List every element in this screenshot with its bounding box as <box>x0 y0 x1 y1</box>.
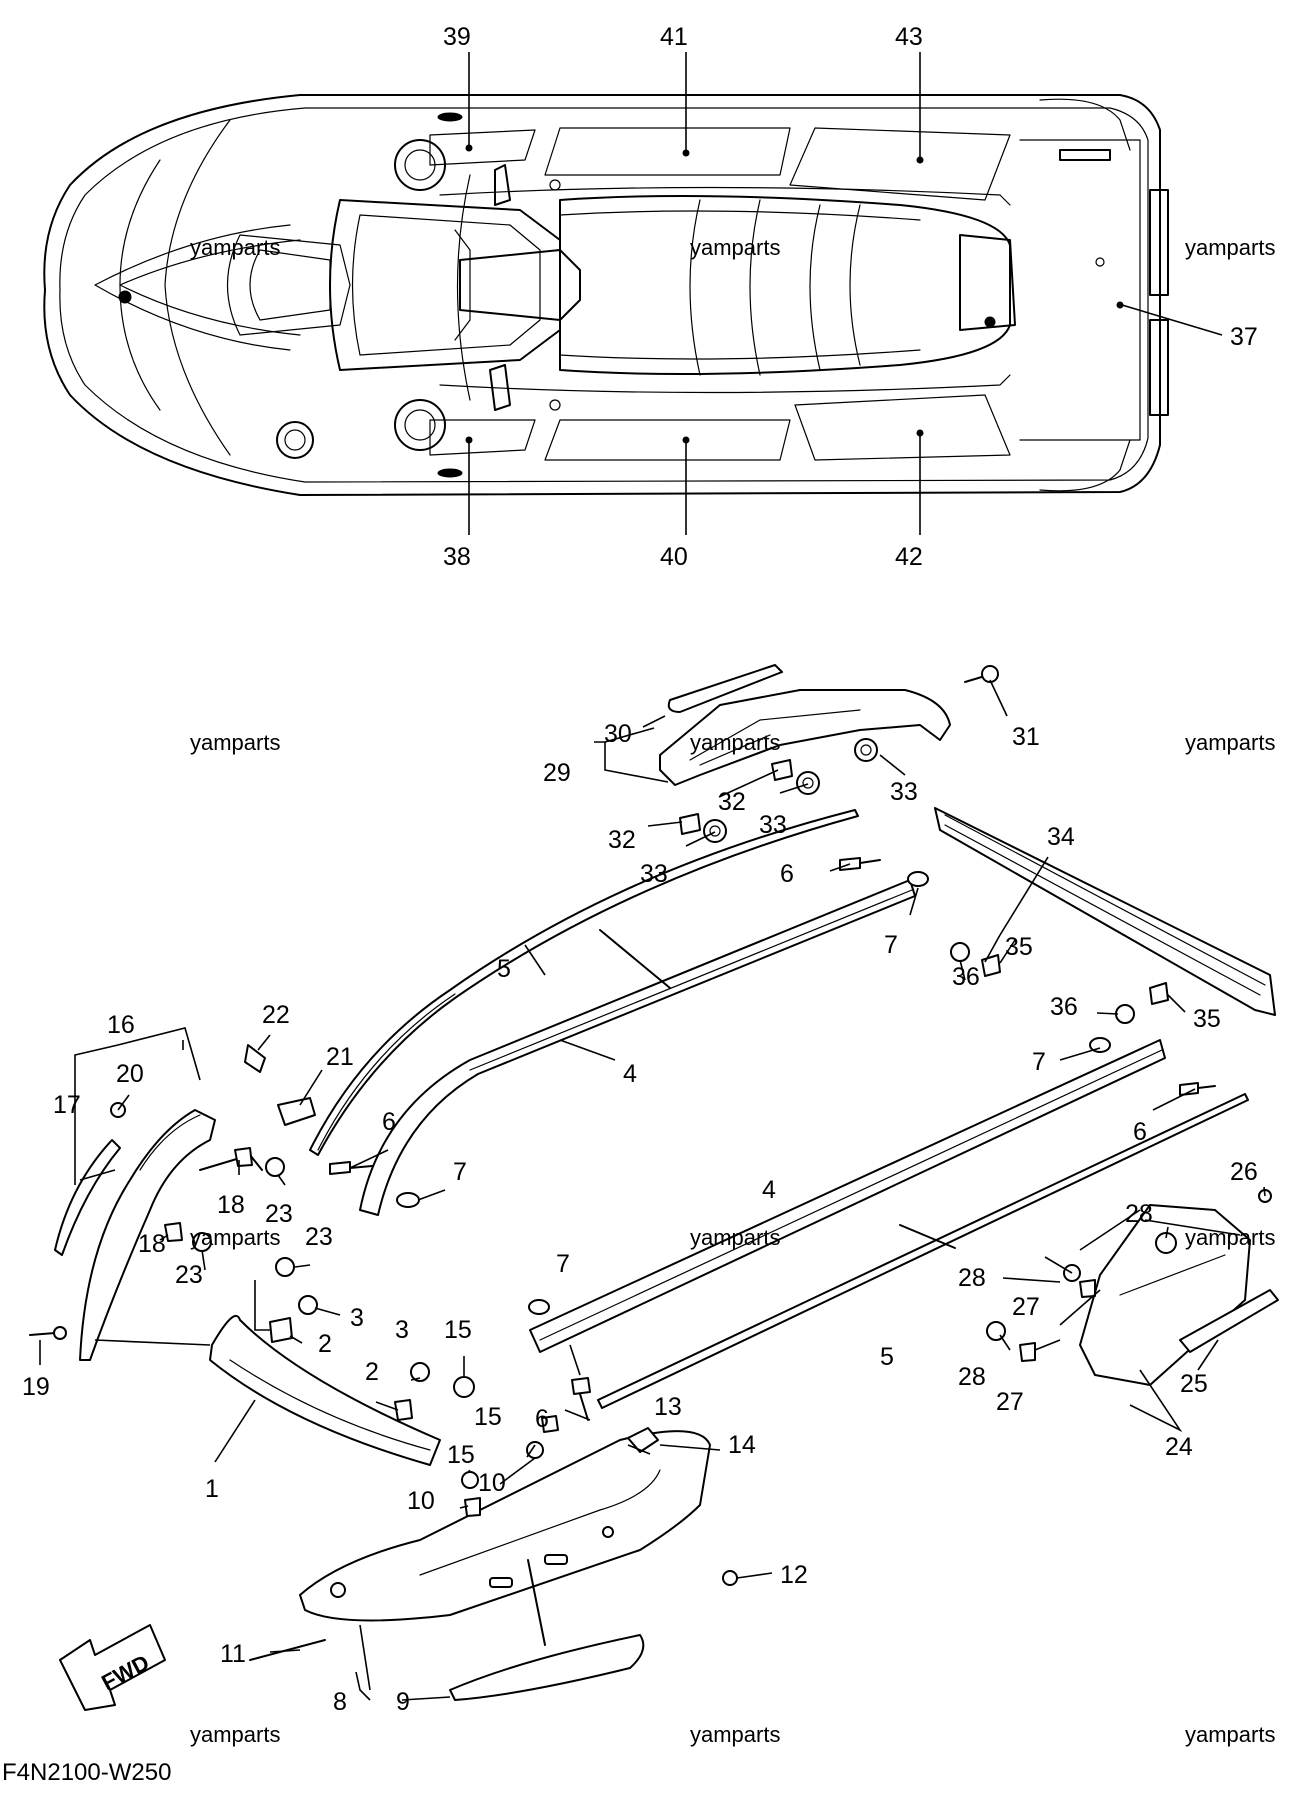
callout-20: 20 <box>116 1060 144 1088</box>
callout-38: 38 <box>443 543 471 571</box>
callout-2b: 2 <box>365 1358 379 1386</box>
callout-29: 29 <box>543 759 571 787</box>
callout-1: 1 <box>205 1475 219 1503</box>
callout-7d: 7 <box>556 1250 570 1278</box>
watermark: yamparts <box>690 1225 780 1250</box>
callout-28a: 28 <box>1125 1200 1153 1228</box>
callout-14: 14 <box>728 1431 756 1459</box>
watermark: yamparts <box>1185 235 1275 260</box>
callout-30: 30 <box>604 720 632 748</box>
callout-13: 13 <box>654 1393 682 1421</box>
watermark: yamparts <box>1185 1722 1275 1747</box>
callout-15a: 15 <box>444 1316 472 1344</box>
callout-36b: 36 <box>1050 993 1078 1021</box>
callout-5b: 5 <box>880 1343 894 1371</box>
callout-36a: 36 <box>952 963 980 991</box>
fwd-arrow: FWD <box>59 1624 166 1711</box>
watermark: yamparts <box>190 1722 280 1747</box>
callout-41: 41 <box>660 23 688 51</box>
callout-28b: 28 <box>958 1264 986 1292</box>
callout-2a: 2 <box>318 1330 332 1358</box>
callout-12: 12 <box>780 1561 808 1589</box>
watermark: yamparts <box>690 1722 780 1747</box>
callout-15b: 15 <box>474 1403 502 1431</box>
callout-10b: 10 <box>478 1469 506 1497</box>
rail-34 <box>934 807 1276 1024</box>
watermark: yamparts <box>190 730 280 755</box>
callout-6a: 6 <box>780 860 794 888</box>
watermark: yamparts <box>1185 730 1275 755</box>
exploded-leaders <box>39 679 1266 1701</box>
callout-10a: 10 <box>407 1487 435 1515</box>
watermark: yamparts <box>1185 1225 1275 1250</box>
callout-35b: 35 <box>1193 1005 1221 1033</box>
callout-40: 40 <box>660 543 688 571</box>
side-panel-lower <box>249 1415 738 1701</box>
callout-11: 11 <box>220 1640 246 1668</box>
gunwale-strips-right <box>528 1037 1249 1421</box>
watermark: yamparts <box>190 1225 280 1250</box>
callout-8: 8 <box>333 1688 347 1716</box>
callout-26: 26 <box>1230 1158 1258 1186</box>
callout-33c: 33 <box>640 860 668 888</box>
callout-7c: 7 <box>453 1158 467 1186</box>
callout-labels: 39 41 43 37 38 40 42 30 29 31 33 32 33 3… <box>22 23 1258 1716</box>
watermark: yamparts <box>190 235 280 260</box>
callout-42: 42 <box>895 543 923 571</box>
callout-37: 37 <box>1230 323 1258 351</box>
sponson-rear-upper <box>659 664 999 843</box>
callout-15c: 15 <box>447 1441 475 1469</box>
diagram-code: F4N2100-W250 <box>2 1759 171 1786</box>
callout-18b: 18 <box>138 1230 166 1258</box>
callout-34: 34 <box>1047 823 1075 851</box>
callout-43: 43 <box>895 23 923 51</box>
callout-21: 21 <box>326 1043 354 1071</box>
callout-33a: 33 <box>890 778 918 806</box>
callout-39: 39 <box>443 23 471 51</box>
top-view-leaders <box>465 52 1223 535</box>
gunwale-strips-left <box>309 809 929 1216</box>
side-panel-rear-right <box>986 1189 1279 1386</box>
callout-6d: 6 <box>535 1405 549 1433</box>
callout-28c: 28 <box>958 1363 986 1391</box>
callout-31: 31 <box>1012 723 1040 751</box>
callout-19: 19 <box>22 1373 50 1401</box>
callout-25: 25 <box>1180 1370 1208 1398</box>
callout-3b: 3 <box>395 1316 409 1344</box>
callout-17: 17 <box>53 1091 81 1119</box>
callout-23c: 23 <box>175 1261 203 1289</box>
callout-6c: 6 <box>382 1108 396 1136</box>
callout-6b: 6 <box>1133 1118 1147 1146</box>
callout-32a: 32 <box>718 788 746 816</box>
callout-32b: 32 <box>608 826 636 854</box>
callout-7a: 7 <box>884 931 898 959</box>
callout-5a: 5 <box>497 955 511 983</box>
callout-24: 24 <box>1165 1433 1193 1461</box>
callout-4b: 4 <box>762 1176 776 1204</box>
callout-33b: 33 <box>759 811 787 839</box>
front-bumper-group <box>29 1044 475 1466</box>
watermarks: yamparts yamparts yamparts yamparts yamp… <box>190 235 1275 1747</box>
callout-7b: 7 <box>1032 1048 1046 1076</box>
watermark: yamparts <box>690 235 780 260</box>
callout-3a: 3 <box>350 1304 364 1332</box>
callout-23a: 23 <box>265 1200 293 1228</box>
callout-23b: 23 <box>305 1223 333 1251</box>
callout-16: 16 <box>107 1011 135 1039</box>
callout-4a: 4 <box>623 1060 637 1088</box>
callout-22: 22 <box>262 1001 290 1029</box>
hull-top-view <box>43 94 1169 496</box>
callout-27b: 27 <box>996 1388 1024 1416</box>
callout-35a: 35 <box>1005 933 1033 961</box>
callout-9: 9 <box>396 1688 410 1716</box>
callout-27a: 27 <box>1012 1293 1040 1321</box>
callout-18a: 18 <box>217 1191 245 1219</box>
watermark: yamparts <box>690 730 780 755</box>
